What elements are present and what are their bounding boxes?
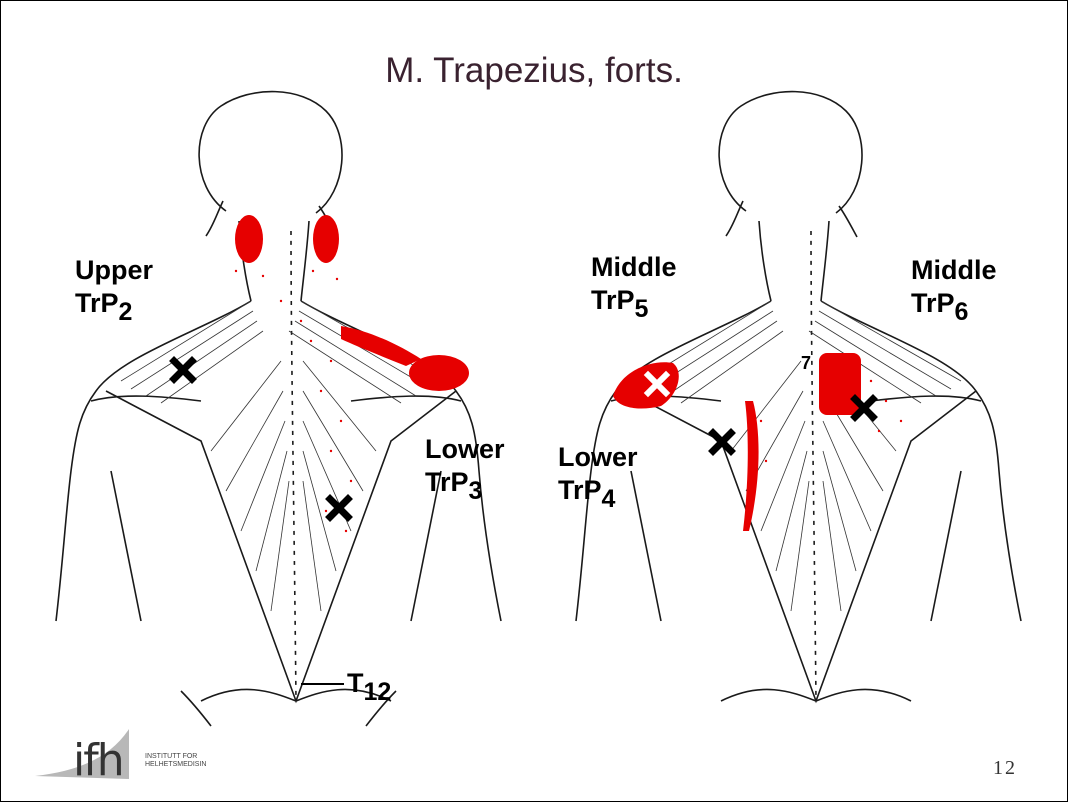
- label-middle-trp6: Middle TrP6: [911, 254, 997, 320]
- label-upper-trp2: Upper TrP2: [75, 254, 153, 320]
- label-t12: T12: [347, 667, 391, 700]
- referral-zone-middle5: [613, 362, 679, 408]
- label-lower-trp4: Lower TrP4: [558, 441, 638, 507]
- referral-zone-upper-shoulder: [341, 326, 421, 366]
- referral-zone-left-occiput: [235, 215, 263, 263]
- referral-zone-lower4: [743, 401, 759, 531]
- logo-mark-text: ifh: [73, 739, 123, 783]
- left-figure-outline: [56, 92, 501, 726]
- trigger-point-lower3-x: [330, 499, 348, 517]
- trigger-point-upper2-x: [174, 361, 192, 379]
- logo-subtitle: INSTITUTT FOR HELHETSMEDISIN: [145, 753, 206, 769]
- referral-zones: [235, 215, 861, 531]
- trigger-points: [174, 361, 873, 517]
- referral-zone-acromion: [409, 355, 469, 391]
- trigger-point-lower4-x: [713, 433, 731, 451]
- label-lower-trp3: Lower TrP3: [425, 433, 505, 499]
- referral-zone-middle6: [819, 353, 861, 415]
- label-middle-trp5: Middle TrP5: [591, 251, 677, 317]
- referral-zone-right-occiput: [313, 215, 339, 263]
- label-seven: 7: [801, 353, 811, 373]
- page-number: 12: [993, 757, 1017, 780]
